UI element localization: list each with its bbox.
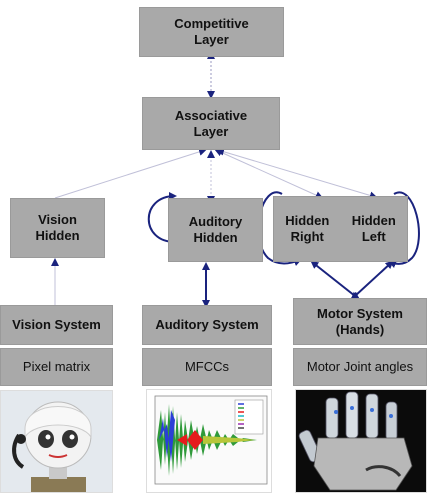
mfcc-plot-image [146, 389, 272, 493]
hidden-right-label: Hidden Right [285, 213, 329, 245]
auditory-hidden-box: Auditory Hidden [168, 198, 263, 262]
auditory-hidden-label: Auditory Hidden [189, 214, 242, 246]
competitive-layer-label: Competitive Layer [174, 16, 248, 48]
motor-hidden-group-box: Hidden Right Hidden Left [273, 196, 408, 262]
vision-system-box: Vision System [0, 305, 113, 345]
edge-hidden-right-associative [216, 150, 318, 196]
vision-hidden-label: Vision Hidden [35, 212, 79, 244]
mfccs-box: MFCCs [142, 348, 272, 386]
auditory-system-box: Auditory System [142, 305, 272, 345]
motor-joint-angles-box: Motor Joint angles [293, 348, 427, 386]
vision-system-label: Vision System [12, 317, 101, 333]
motor-system-box: Motor System (Hands) [293, 298, 427, 345]
associative-layer-box: Associative Layer [142, 97, 280, 150]
edge-motor-hidden-left [355, 262, 392, 296]
robot-hand-icon [296, 390, 427, 493]
vision-hidden-box: Vision Hidden [10, 198, 105, 258]
competitive-layer-box: Competitive Layer [139, 7, 284, 57]
robot-head-icon [1, 391, 113, 493]
motor-system-label: Motor System (Hands) [317, 306, 403, 338]
hidden-left-label: Hidden Left [352, 213, 396, 245]
motor-joint-angles-label: Motor Joint angles [307, 359, 413, 375]
mfccs-label: MFCCs [185, 359, 229, 375]
edge-vision-hidden-associative [55, 150, 205, 198]
robot-head-image [0, 390, 113, 493]
mfcc-plot-icon [147, 390, 272, 493]
edge-motor-hidden-right [312, 262, 355, 296]
auditory-system-label: Auditory System [155, 317, 258, 333]
associative-layer-label: Associative Layer [175, 108, 247, 140]
edge-hidden-left-associative [218, 150, 372, 196]
pixel-matrix-label: Pixel matrix [23, 359, 90, 375]
pixel-matrix-box: Pixel matrix [0, 348, 113, 386]
robot-hand-image [295, 389, 427, 493]
